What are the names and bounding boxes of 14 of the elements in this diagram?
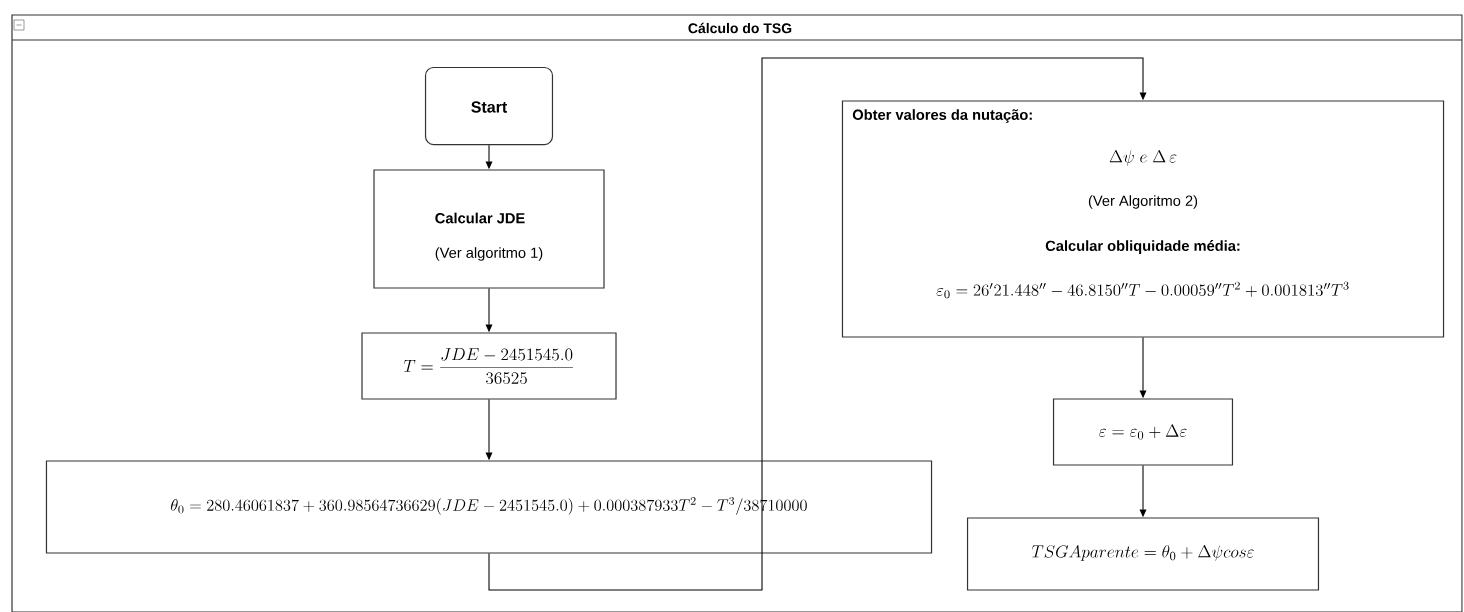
arrow — [488, 57, 1147, 591]
formula: $\theta_0 = 280.46061837 + 360.98564736629(JDE - 2451545.0) + 0.000387933T^2 - T^3/38710000$ — [171, 497, 807, 515]
formula: $\Delta\psi \; e \; \Delta \, \varepsilon$ — [1109, 149, 1177, 166]
formula: $\varepsilon = \varepsilon_0 + \Delta\varepsilon$ — [1099, 424, 1187, 440]
note: (Ver Algoritmo 2) — [1088, 195, 1198, 209]
note: (Ver algoritmo 1) — [435, 247, 543, 261]
heading: Calcular JDE — [435, 212, 525, 224]
formula: $\varepsilon_0 = 26'21.448'' - 46.8150''T - 0.00059''T^2 + 0.001813''T^3$ — [936, 281, 1349, 299]
formula: $T = \frac{JDE - 2451545.0}{36525}$ — [403, 348, 574, 385]
title: Cálculo do TSG — [688, 22, 792, 34]
heading: Calcular obliquidade média: — [1045, 240, 1240, 254]
heading: Obter valores da nutação: — [852, 109, 1032, 123]
formula: $TSGAparente = \theta_0 + \Delta\psi cos\varepsilon$ — [1031, 544, 1254, 561]
heading: Start — [471, 101, 507, 113]
